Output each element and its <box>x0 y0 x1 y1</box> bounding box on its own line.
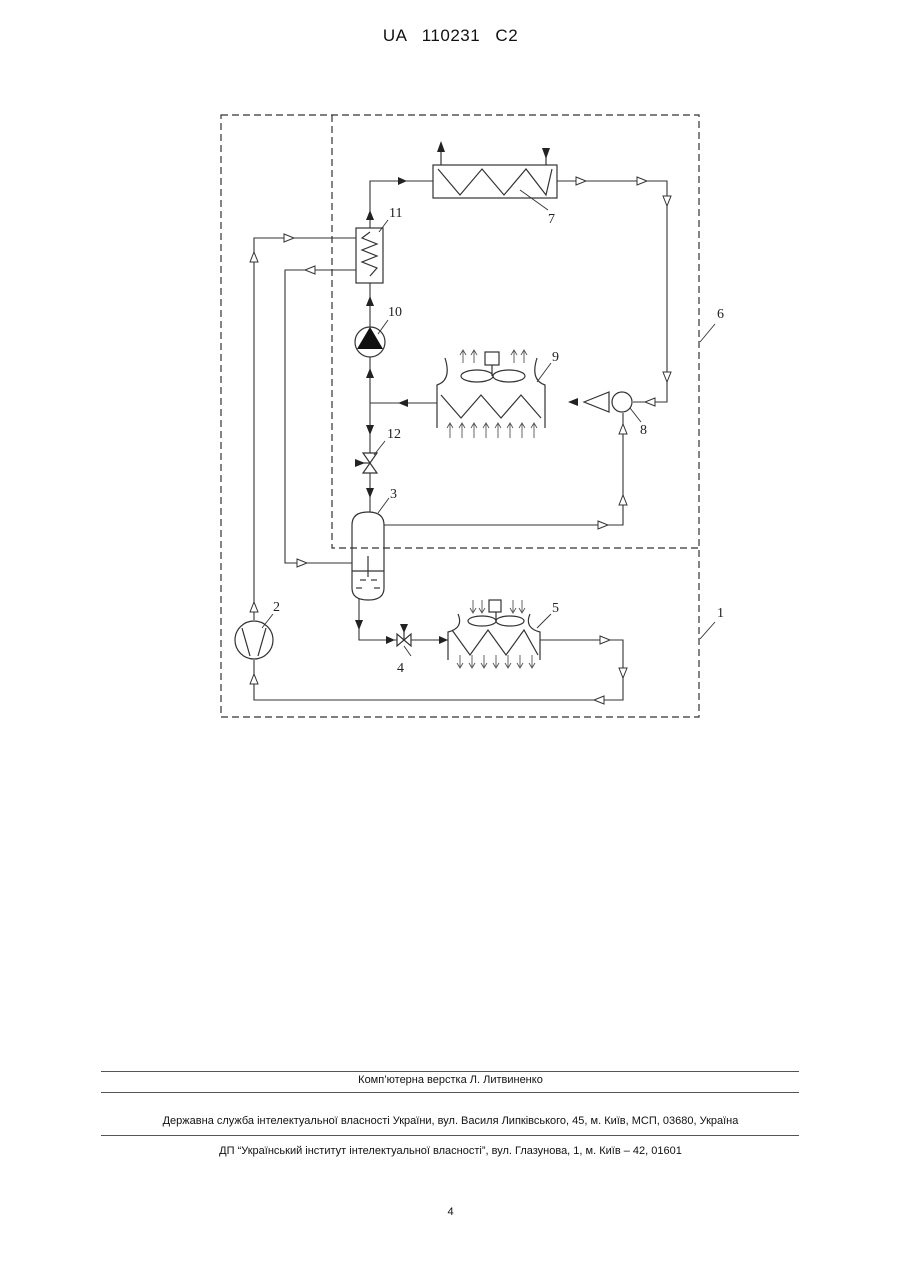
label-11: 11 <box>389 206 402 221</box>
receiver-3 <box>352 512 384 600</box>
pump-10 <box>355 327 385 357</box>
leader-lines <box>262 190 715 656</box>
air-cooler-9-airflow <box>447 350 537 438</box>
compressor-2 <box>235 621 273 659</box>
label-9: 9 <box>552 350 559 365</box>
heat-exchanger-7 <box>433 148 557 198</box>
label-6: 6 <box>717 307 724 322</box>
label-12: 12 <box>387 427 401 442</box>
valve-12-actuator-arrow <box>355 459 365 467</box>
evaporator-5-airflow <box>457 600 535 668</box>
heat-exchanger-11 <box>356 228 383 283</box>
label-5: 5 <box>552 601 559 616</box>
ejector-8-inlet-arrow <box>568 398 578 406</box>
label-7: 7 <box>548 212 555 227</box>
footer-rule-2 <box>101 1092 799 1093</box>
valve-4-actuator-arrow <box>400 624 408 633</box>
layout-credit: Комп’ютерна верстка Л. Литвиненко <box>0 1074 901 1086</box>
label-3: 3 <box>390 487 397 502</box>
water-in-arrow <box>542 148 550 159</box>
footer-rule-1 <box>101 1071 799 1072</box>
flow-arrows-hollow <box>250 177 671 704</box>
label-10: 10 <box>388 305 402 320</box>
pipes <box>254 181 667 700</box>
ejector-8 <box>584 392 632 412</box>
evaporator-5 <box>448 600 540 660</box>
label-8: 8 <box>640 423 647 438</box>
air-cooler-9 <box>437 352 545 428</box>
label-1: 1 <box>717 606 724 621</box>
page-number: 4 <box>0 1206 901 1218</box>
institute-address: ДП “Український інститут інтелектуальної… <box>0 1145 901 1157</box>
water-out-arrow <box>437 141 445 152</box>
agency-address: Державна служба інтелектуальної власност… <box>0 1115 901 1127</box>
component-labels: 7 11 10 9 8 12 3 4 5 2 6 1 <box>273 206 724 676</box>
label-2: 2 <box>273 600 280 615</box>
footer-rule-3 <box>101 1135 799 1136</box>
label-4: 4 <box>397 661 404 676</box>
